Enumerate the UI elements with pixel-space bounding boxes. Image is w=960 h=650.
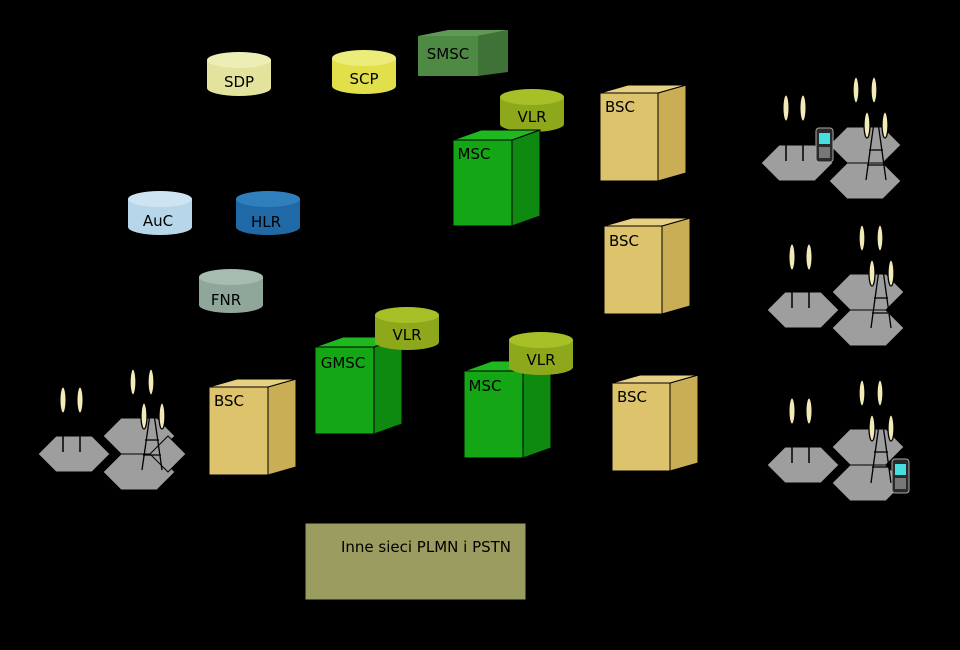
tower-icon [858,379,895,484]
tower-icon [129,368,166,471]
cell-cluster-mid-right [766,224,905,347]
hlr-label: HLR [251,213,281,231]
vlr-top-node: VLR [500,89,564,132]
gmsc-label: GMSC [321,354,366,372]
connection-lines [190,74,353,523]
tower-icon [858,224,895,329]
msc-low-label: MSC [469,377,502,395]
other-networks-label: Inne sieci PLMN i PSTN [341,538,511,556]
mobile-phone-icon [815,127,834,163]
vlr-gmsc-node: VLR [375,307,439,350]
tower-icon [852,76,889,181]
auc-node: AuC [128,191,192,235]
auc-label: AuC [143,212,173,230]
smsc-node: SMSC [418,30,508,76]
bsc-mid-label: BSC [609,232,639,250]
cell-cluster-low-right [766,379,910,502]
msc-top-label: MSC [458,145,491,163]
cell-cluster-top-right [760,76,902,200]
sdp-label: SDP [224,73,254,91]
mobile-phone-icon [891,458,910,494]
vlr-gmsc-label: VLR [392,326,421,344]
vlr-top-label: VLR [517,108,546,126]
antenna-icon [59,386,84,452]
bsc-top-node: BSC [599,84,687,182]
hlr-node: HLR [236,191,300,235]
antenna-icon [782,94,807,161]
cell-cluster-left [37,368,187,491]
bsc-left-label: BSC [214,392,244,410]
vlr-low-label: VLR [526,351,555,369]
antenna-icon [788,243,813,308]
fnr-node: FNR [199,269,263,313]
msc-low-node: MSC [463,360,552,459]
bsc-left-node: BSC [208,378,297,476]
antenna-icon [788,397,813,463]
vlr-low-node: VLR [509,332,573,375]
fnr-label: FNR [211,291,241,309]
bsc-right-low-node: BSC [611,374,699,472]
sdp-node: SDP [207,52,271,96]
bsc-mid-node: BSC [603,217,691,315]
smsc-label: SMSC [427,45,469,63]
other-networks-node: Inne sieci PLMN i PSTN [304,522,527,601]
scp-label: SCP [349,70,378,88]
msc-top-node: MSC [452,129,541,227]
bsc-right-low-label: BSC [617,388,647,406]
gmsc-node: GMSC [314,336,403,435]
scp-node: SCP [332,50,396,94]
bsc-top-label: BSC [605,98,635,116]
